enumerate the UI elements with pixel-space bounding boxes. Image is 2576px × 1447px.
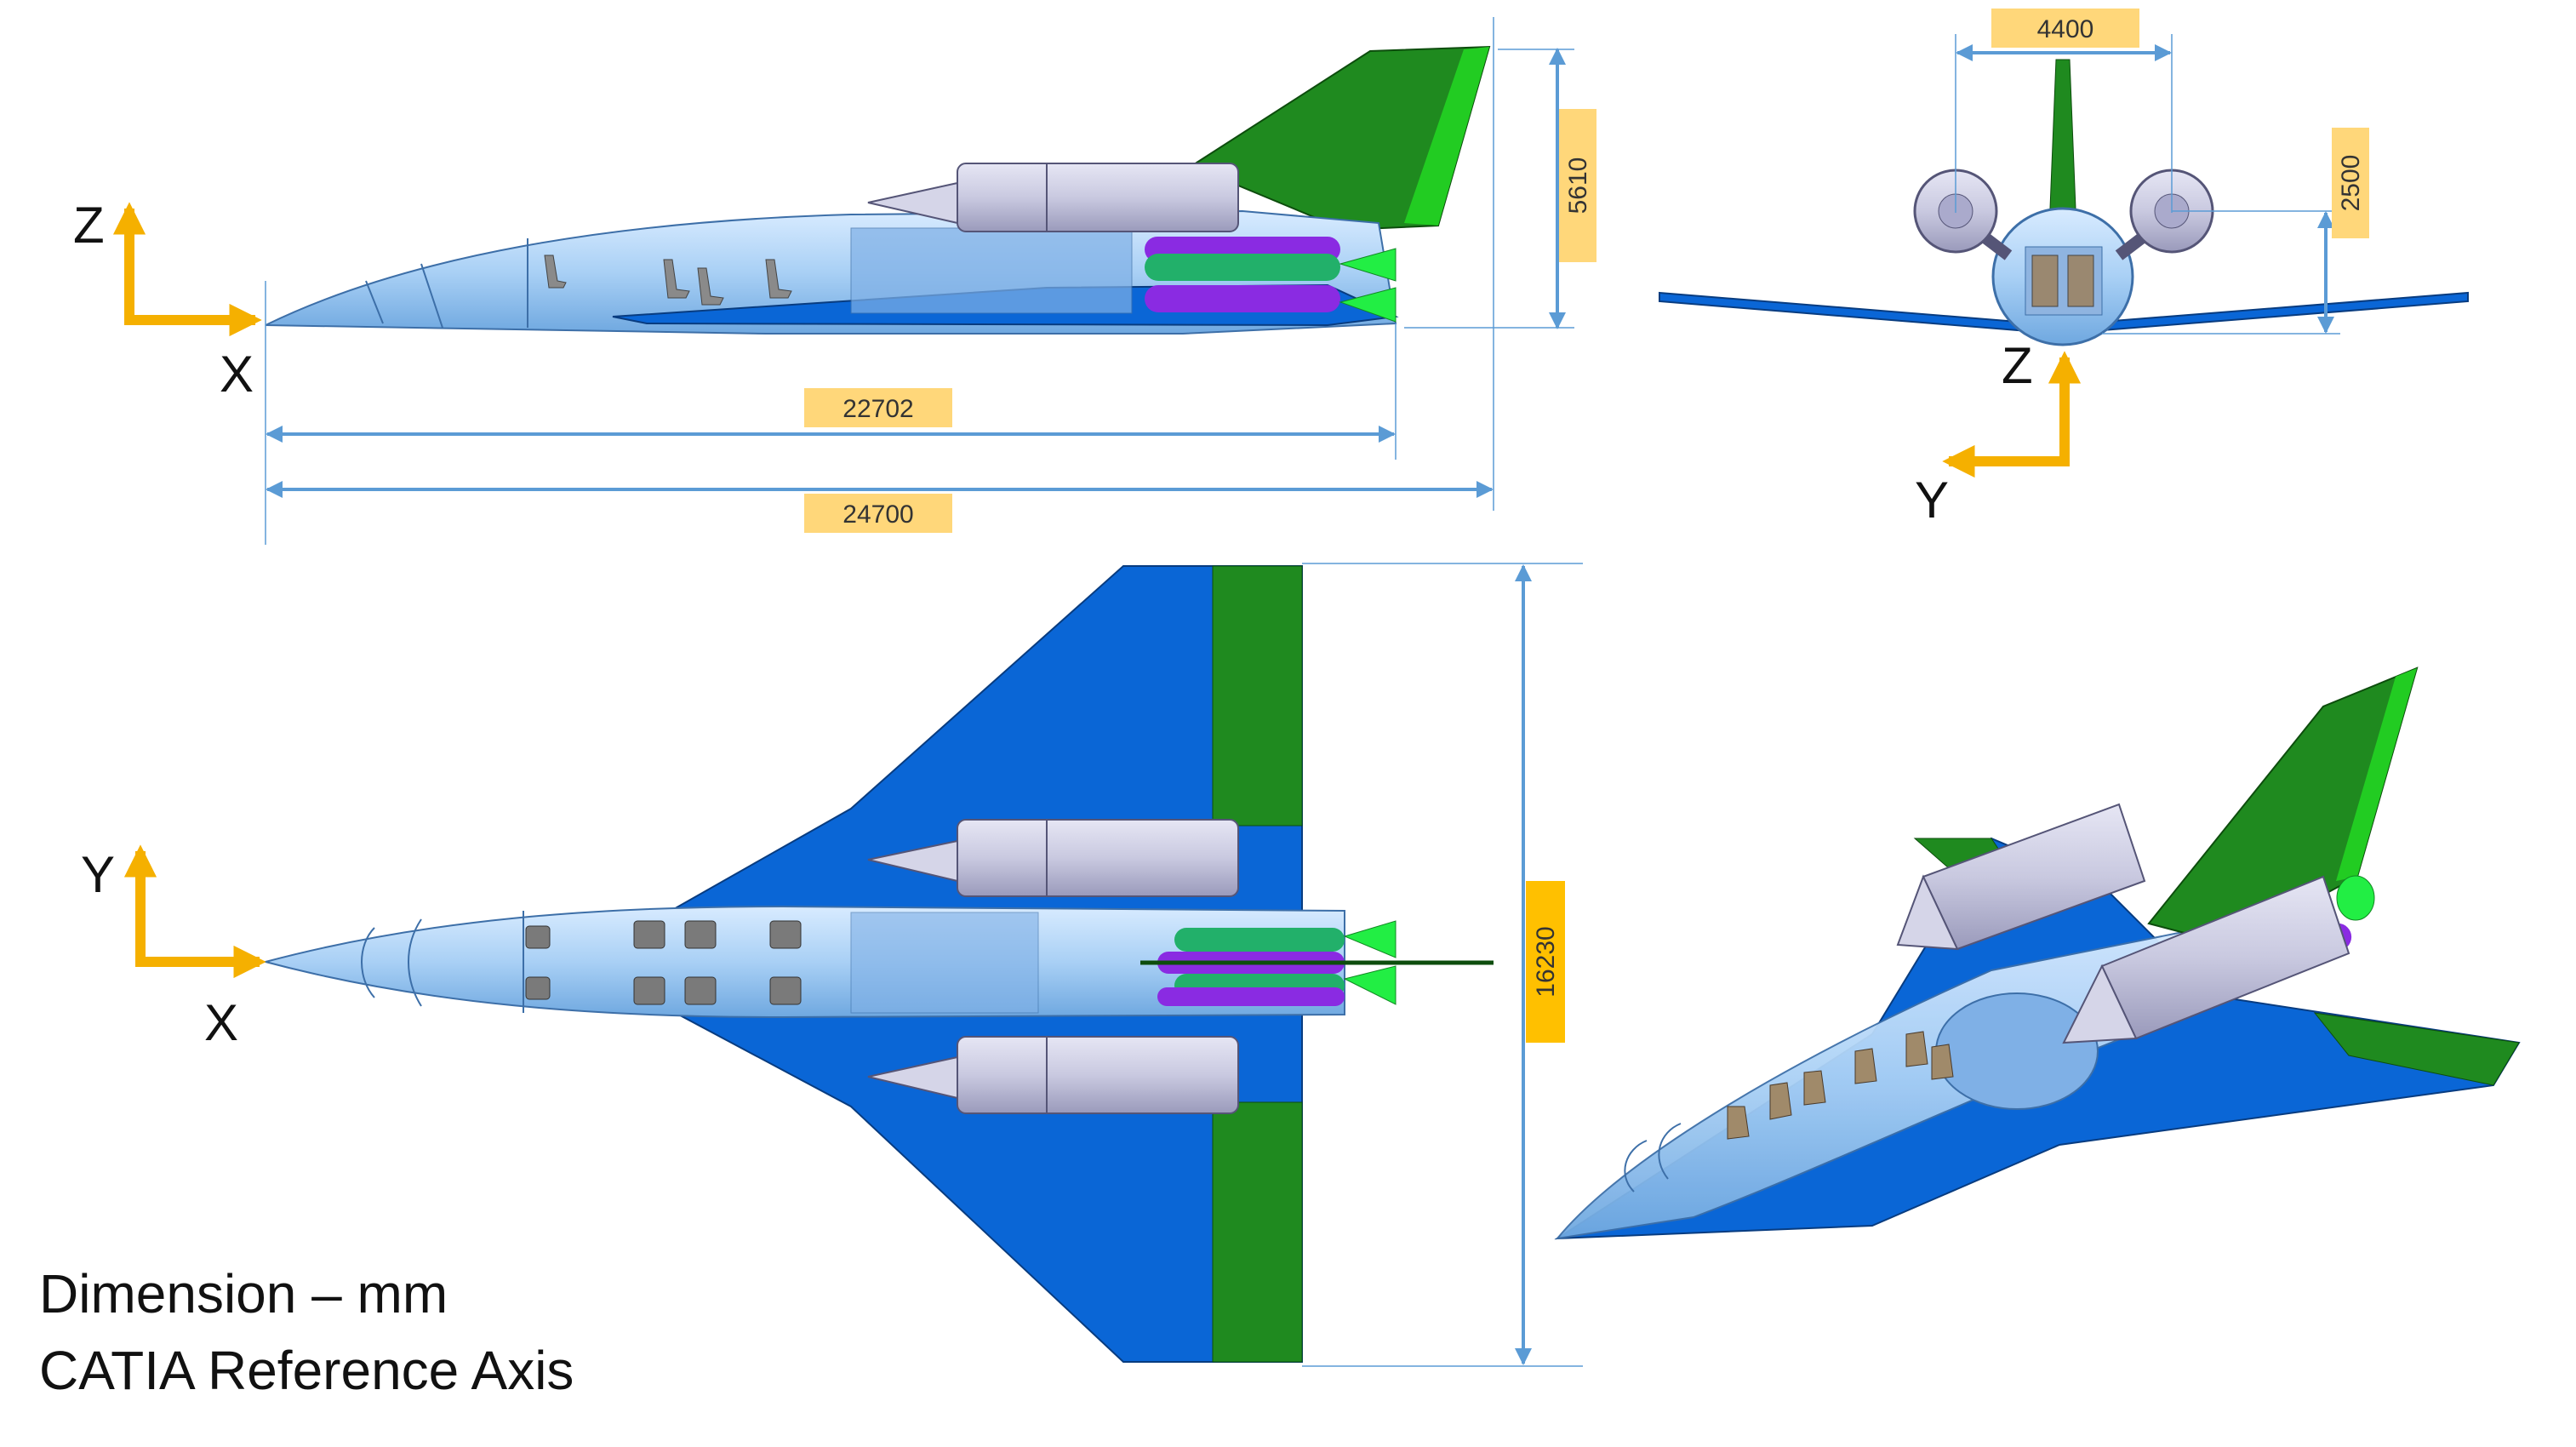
top-nozzle-1 [1343,920,1397,958]
engine-nacelle-icon [867,1036,1239,1114]
seat-icon [633,920,665,949]
top-engine-lower [957,1036,1239,1114]
iso-nozzle [2336,875,2375,921]
top-view: 16230 Y X [81,563,1583,1367]
iso-engine-right-inlet [2062,964,2138,1044]
axis-label-top-vertical: Y [81,846,115,903]
top-cabin-box [850,912,1039,1014]
dim-label-engine-height: 2500 [2337,155,2365,212]
engine-nacelle-icon [2115,169,2214,260]
seat-icon [684,920,717,949]
seat-icon [1931,1044,1954,1080]
axis-label-side-vertical: Z [73,197,105,254]
side-cabin-box [850,227,1133,314]
seat-icon [1803,1070,1826,1106]
side-tank-green [1145,254,1340,281]
side-nozzle-2 [1339,287,1397,323]
axis-label-front-vertical: Z [2002,337,2033,394]
side-view: 5610 22702 24700 Z X [73,17,1596,545]
isometric-view [1554,666,2521,1240]
side-tail-fin-edge [1404,47,1489,226]
dim-label-box-height [1559,109,1596,262]
units-note: Dimension – mm [39,1263,448,1324]
dim-label-fuselage: 22702 [842,395,913,423]
seat-icon [2031,255,2059,307]
side-nozzle-1 [1339,248,1397,282]
seat-icon [1769,1082,1792,1120]
dim-label-box-fuselage [804,388,952,427]
engine-nacelle-icon [1896,803,2146,951]
seat-icon [697,267,724,306]
top-elevon-lower [1212,1101,1303,1363]
side-engine-nacelle [957,163,1239,232]
dim-label-engine-spacing: 4400 [2037,15,2094,43]
dim-label-wingspan: 16230 [1532,926,1560,997]
iso-wing-tip-right [2313,1012,2520,1086]
iso-seats [1727,1031,1954,1140]
iso-engine-left-inlet [1896,874,1959,951]
front-seats [2031,255,2094,307]
side-seats [544,255,792,306]
seat-icon [544,255,567,289]
top-tank-green-1 [1174,928,1345,952]
seat-icon [633,976,665,1005]
engine-nacelle-icon [2062,875,2350,1044]
top-nose-frames [361,911,524,1013]
dim-label-box-wingspan [1526,881,1565,1043]
iso-fuselage-tank [1935,992,2099,1110]
top-engine-upper [957,819,1239,897]
axis-label-side-horizontal: X [220,346,254,403]
seat-icon [525,925,551,949]
top-tank-purple-2 [1157,987,1345,1006]
dim-label-box-engine-spacing [1991,9,2139,48]
seat-icon [769,976,802,1005]
iso-frame-lines [1624,1123,1682,1192]
engine-nacelle-icon [867,819,1239,897]
front-view: 4400 2500 Z Y [1659,9,2469,529]
side-tank-purple-bottom [1145,285,1340,312]
seat-icon [1854,1048,1877,1084]
seat-icon [2067,255,2094,307]
dim-label-box-total [804,494,952,533]
top-elevon-upper [1212,565,1303,826]
dim-label-total: 24700 [842,500,913,529]
seat-icon [765,259,792,299]
iso-tail-fin-edge [2336,668,2417,881]
front-fin [2048,59,2077,231]
reference-axis-note: CATIA Reference Axis [39,1340,574,1401]
seat-icon [1727,1106,1750,1140]
dim-label-height: 5610 [1564,157,1592,214]
side-frame-lines [365,238,528,329]
dim-label-box-engine-height [2332,128,2369,238]
seat-icon [525,976,551,1000]
top-nozzle-2 [1343,965,1397,1005]
seat-icon [684,976,717,1005]
engine-nacelle-icon [1913,169,2013,260]
axis-label-top-horizontal: X [204,994,238,1051]
top-seats [525,920,802,1005]
seat-icon [769,920,802,949]
seat-icon [663,259,690,299]
axis-label-front-horizontal: Y [1915,472,1949,529]
seat-icon [1905,1031,1928,1067]
